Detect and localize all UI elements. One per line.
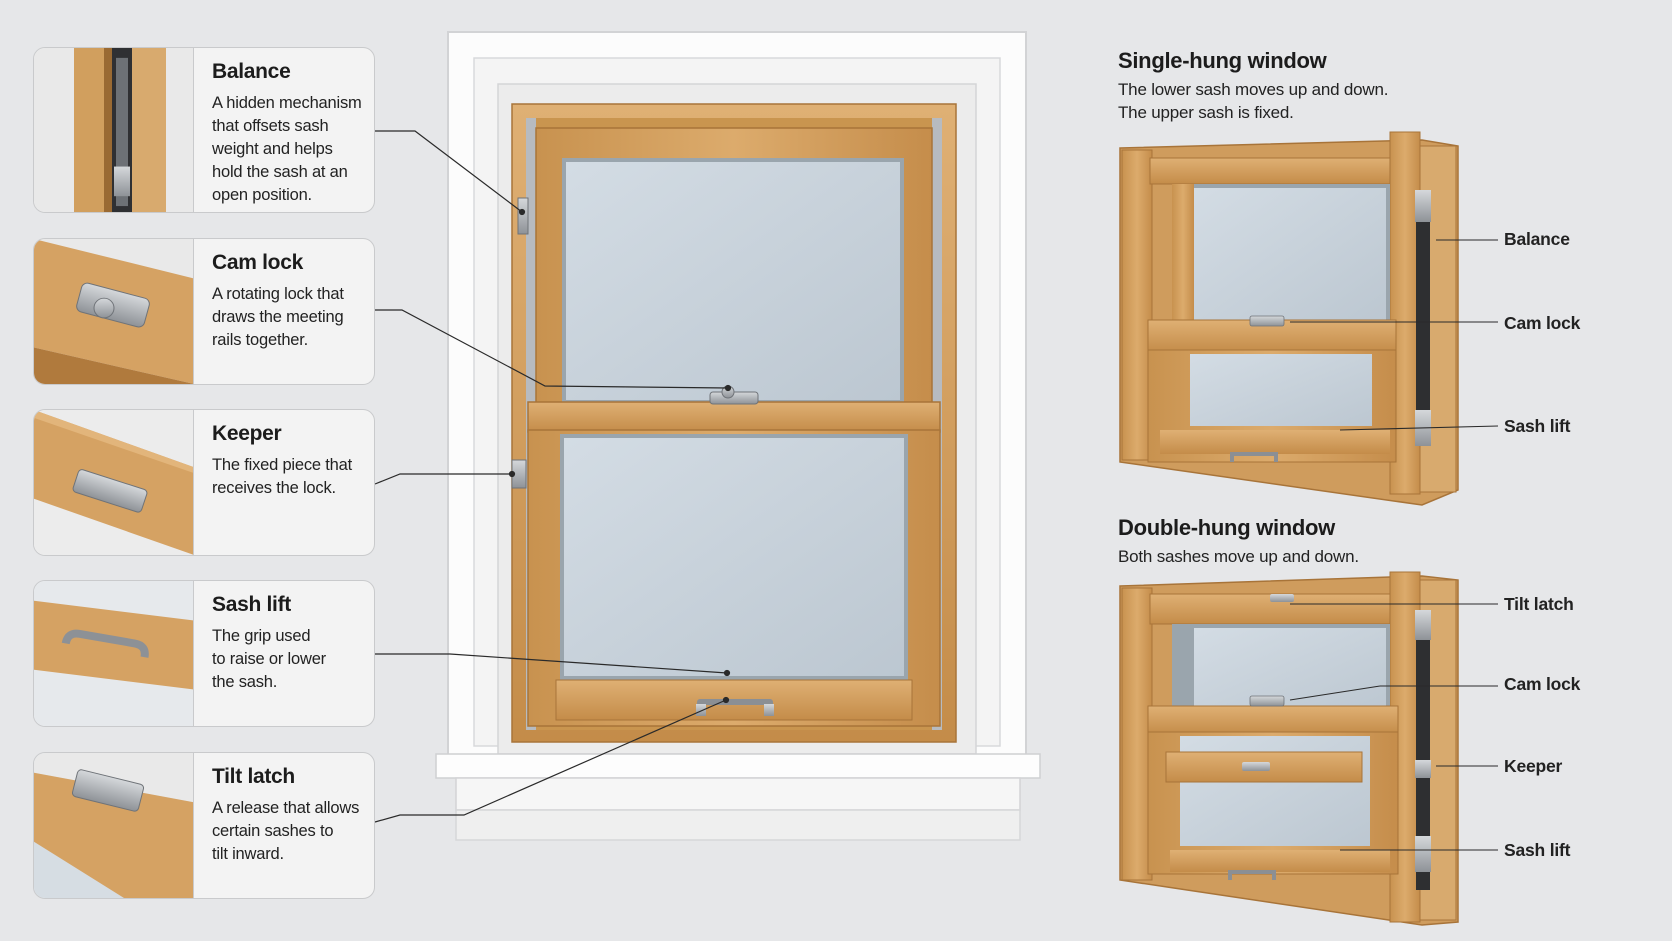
card-description: A hidden mechanism that offsets sash wei… xyxy=(212,94,362,204)
card-balance: Balance A hidden mechanism that offsets … xyxy=(33,47,375,213)
meeting-rail xyxy=(527,401,941,433)
card-title: Sash lift xyxy=(212,593,291,616)
card-cam-lock: Cam lock A rotating lock that draws the … xyxy=(33,238,375,385)
double-hung-label-tilt-latch: Tilt latch xyxy=(1504,594,1574,614)
window-sill xyxy=(435,753,1041,841)
keeper-icon xyxy=(34,410,193,555)
cam-lock-hardware xyxy=(709,385,759,405)
tilt-latch-icon xyxy=(34,753,193,898)
balance-icon xyxy=(34,48,193,212)
callout-leaders xyxy=(374,130,732,823)
leader-cam-lock xyxy=(375,309,729,389)
tilt-latch-thumbnail xyxy=(34,753,194,898)
single-hung-leaders xyxy=(1290,239,1499,431)
double-hung-title: Double-hung window xyxy=(1118,515,1335,540)
cam-lock-thumbnail xyxy=(34,239,194,384)
single-hung-label-cam-lock: Cam lock xyxy=(1504,313,1581,333)
single-hung-description: The lower sash moves up and down. The up… xyxy=(1118,80,1389,122)
balance-thumbnail xyxy=(34,48,194,212)
leader-keeper xyxy=(374,473,512,485)
card-description: The grip used to raise or lower the sash… xyxy=(212,627,326,691)
card-title: Cam lock xyxy=(212,251,303,274)
upper-sash xyxy=(535,127,933,413)
lower-sash xyxy=(527,429,941,727)
sash-lift-hardware xyxy=(696,699,774,716)
leader-balance xyxy=(375,130,523,213)
double-hung-leaders xyxy=(1289,603,1498,851)
card-tilt-latch: Tilt latch A release that allows certain… xyxy=(33,752,375,899)
card-description: A release that allows certain sashes to … xyxy=(212,799,360,863)
card-title: Balance xyxy=(212,60,291,83)
single-hung-label-sash-lift: Sash lift xyxy=(1504,416,1571,436)
card-description: The fixed piece that receives the lock. xyxy=(212,456,353,497)
card-title: Tilt latch xyxy=(212,765,295,788)
sash-lift-thumbnail xyxy=(34,581,194,726)
double-hung-description: Both sashes move up and down. xyxy=(1118,547,1359,566)
double-hung-label-keeper: Keeper xyxy=(1504,756,1563,776)
double-hung-label-sash-lift: Sash lift xyxy=(1504,840,1571,860)
single-hung-label-balance: Balance xyxy=(1504,229,1570,249)
card-sash-lift: Sash lift The grip used to raise or lowe… xyxy=(33,580,375,727)
cam-lock-icon xyxy=(34,239,193,384)
single-hung-cutaway xyxy=(1119,131,1459,506)
double-hung-cutaway xyxy=(1119,571,1459,926)
card-keeper: Keeper The fixed piece that receives the… xyxy=(33,409,375,556)
single-hung-title: Single-hung window xyxy=(1118,48,1327,73)
keeper-thumbnail xyxy=(34,410,194,555)
card-description: A rotating lock that draws the meeting r… xyxy=(212,285,344,349)
card-title: Keeper xyxy=(212,422,282,445)
sash-lift-icon xyxy=(34,581,193,726)
leader-tilt-latch xyxy=(374,699,727,823)
double-hung-label-cam-lock: Cam lock xyxy=(1504,674,1581,694)
balance-hardware xyxy=(517,197,529,235)
leader-sash-lift xyxy=(375,653,728,674)
